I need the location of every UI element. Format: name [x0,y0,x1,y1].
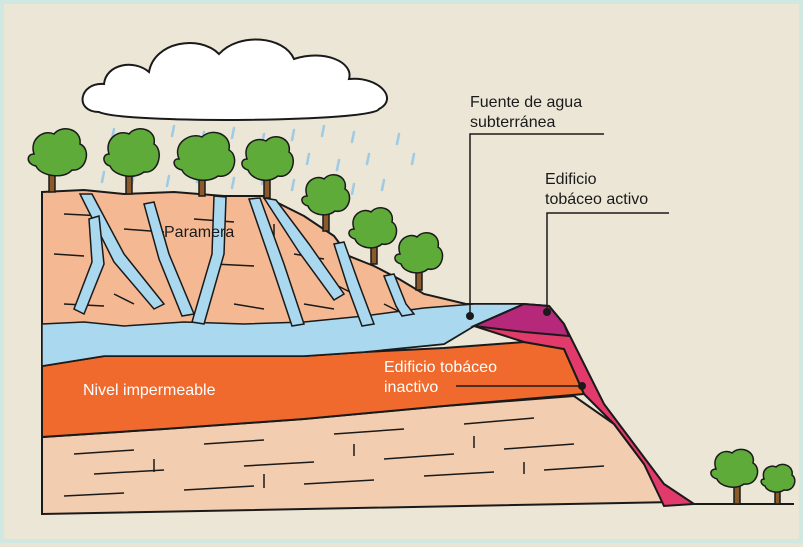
active-leader [547,213,669,312]
label-source-line1: Fuente de agua [470,94,582,111]
label-active-line2: tobáceo activo [545,191,648,208]
tree [242,137,293,198]
source-leader [470,134,604,316]
label-inactive-line1: Edificio tobáceo [384,359,497,376]
label-impermeable: Nivel impermeable [83,382,216,399]
label-active-line1: Edificio [545,171,597,188]
label-paramera: Paramera [164,224,234,241]
label-inactive-line2: inactivo [384,379,438,396]
cross-section-svg: Fuente de agua subterránea Edificio tobá… [4,4,803,547]
cloud-icon [83,39,387,120]
source-marker [466,312,474,320]
tree [711,449,758,504]
tree [104,129,159,194]
tree [174,132,235,196]
tree [761,464,795,504]
tree [28,129,86,192]
inactive-marker [578,382,586,390]
label-source-line2: subterránea [470,114,555,131]
active-marker [543,308,551,316]
tree [349,208,397,264]
